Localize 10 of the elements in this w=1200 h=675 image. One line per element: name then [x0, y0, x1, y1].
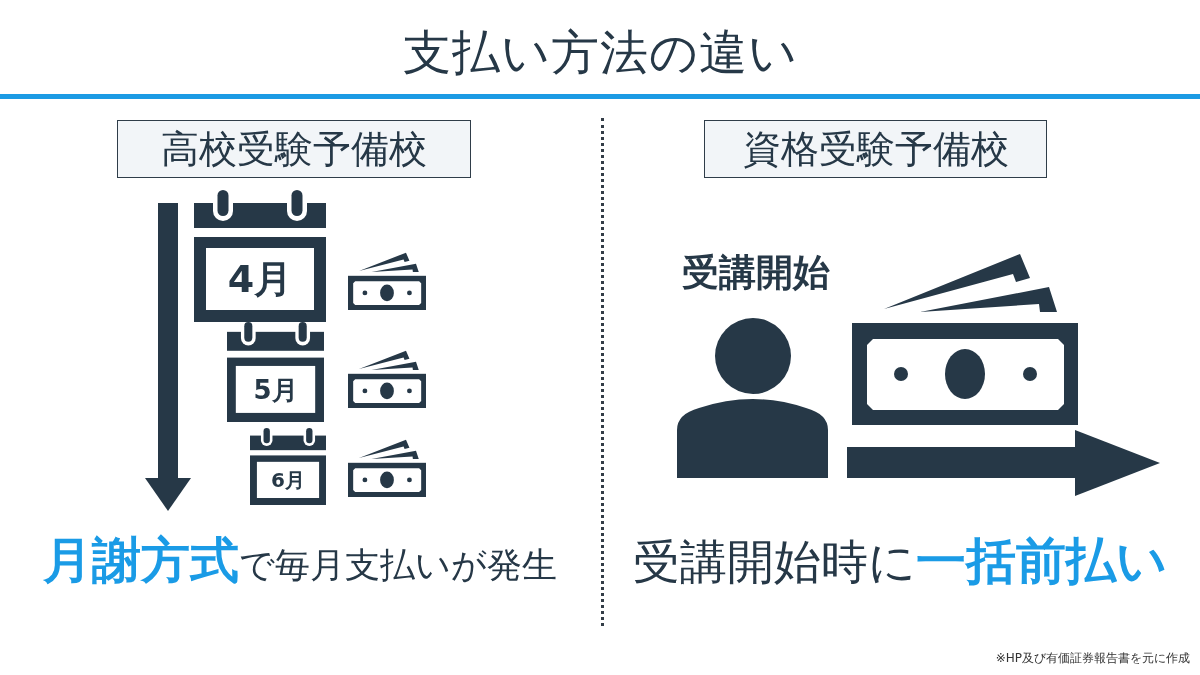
start-of-course-label: 受講開始	[682, 254, 830, 291]
month-label: 4月	[227, 260, 293, 299]
source-note: ※HP及び有価証券報告書を元に作成	[995, 652, 1190, 664]
school-type-box: 資格受験予備校	[704, 120, 1047, 178]
month-label: 5月	[253, 376, 298, 403]
month-label: 6月	[271, 469, 305, 490]
summary-text: 受講開始時に一括前払い	[633, 536, 1167, 586]
summary-text: 月謝方式で毎月支払いが発生	[43, 536, 557, 585]
title: 支払い方法の違い	[402, 28, 798, 76]
school-type-box: 高校受験予備校	[117, 120, 471, 178]
